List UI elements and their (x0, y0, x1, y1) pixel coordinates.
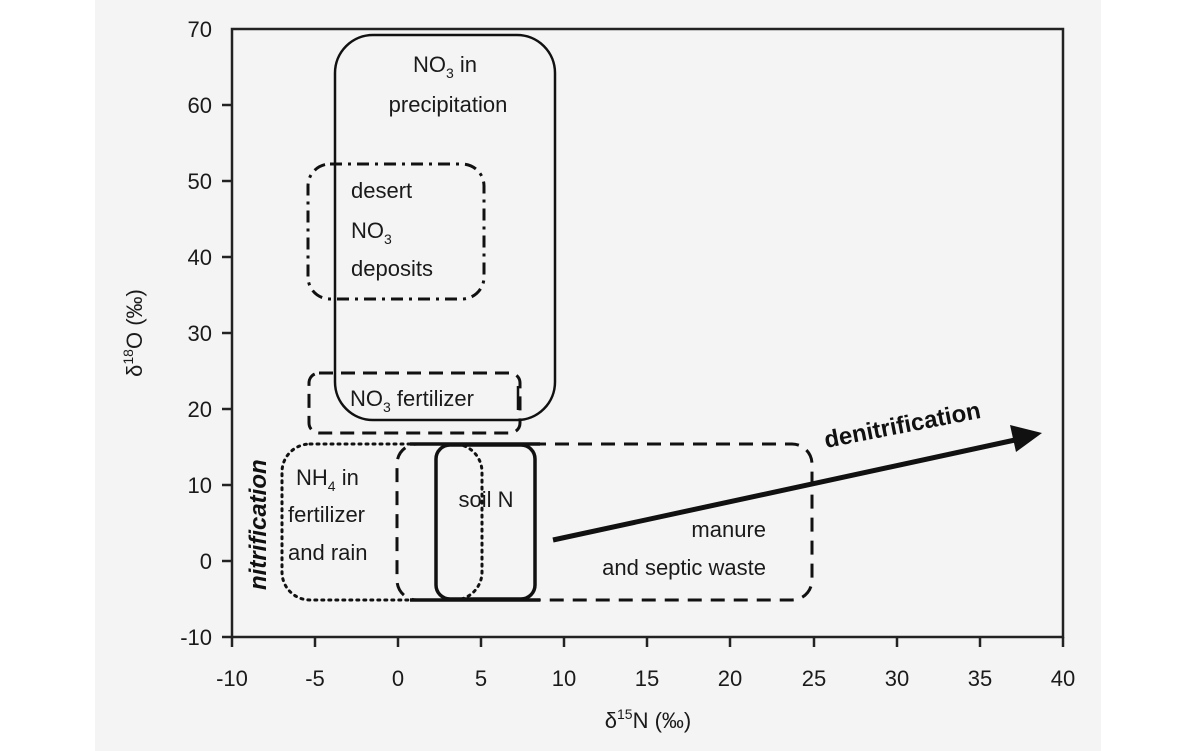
region-no3-fertilizer (307, 371, 522, 435)
x-tick-labels: -10 -5 0 5 10 15 20 25 30 35 40 (216, 666, 1075, 691)
label-no3-fertilizer: NO3 fertilizer (350, 386, 474, 415)
figure-background (95, 0, 1101, 751)
label-deposits: deposits (351, 256, 433, 281)
x-tick-label: 40 (1051, 666, 1075, 691)
region-no3-precipitation (333, 33, 557, 422)
y-tick-label: -10 (180, 625, 212, 650)
label-no3-precipitation: NO3 in (413, 52, 477, 81)
label-desert-no3: NO3 (351, 218, 392, 247)
x-tick-label: 25 (802, 666, 826, 691)
label-septic-waste: and septic waste (602, 555, 766, 580)
x-tick-label: 0 (392, 666, 404, 691)
x-tick-label: 5 (475, 666, 487, 691)
y-tick-label: 10 (188, 473, 212, 498)
x-tick-label: 35 (968, 666, 992, 691)
label-denitrification: denitrification (822, 397, 983, 454)
y-tick-label: 20 (188, 397, 212, 422)
label-nh4: NH4 in (296, 465, 359, 494)
label-nh4-rain: and rain (288, 540, 368, 565)
y-axis-title: δ18O (‰) (120, 289, 147, 377)
x-axis (230, 637, 1065, 647)
x-tick-label: 20 (718, 666, 742, 691)
arrow-head-icon (1010, 425, 1042, 452)
x-tick-label: 30 (885, 666, 909, 691)
x-tick-label: -5 (305, 666, 325, 691)
y-tick-label: 60 (188, 93, 212, 118)
region-manure-septic (395, 442, 814, 602)
y-tick-label: 70 (188, 17, 212, 42)
label-nh4-fertilizer: fertilizer (288, 502, 365, 527)
label-desert: desert (351, 178, 412, 203)
x-tick-label: 15 (635, 666, 659, 691)
region-nh4 (280, 442, 484, 602)
y-tick-label: 50 (188, 169, 212, 194)
y-axis (222, 103, 232, 639)
y-tick-label: 30 (188, 321, 212, 346)
region-soil-n (434, 443, 537, 601)
x-axis-title: δ15N (‰) (605, 706, 691, 733)
label-soil-n: soil N (458, 487, 513, 512)
label-manure: manure (691, 517, 766, 542)
label-precipitation: precipitation (389, 92, 508, 117)
y-tick-labels: 70 60 50 40 30 20 10 0 -10 (180, 17, 212, 650)
y-tick-label: 0 (200, 549, 212, 574)
region-desert-no3 (306, 162, 486, 301)
x-tick-label: -10 (216, 666, 248, 691)
x-tick-label: 10 (552, 666, 576, 691)
label-nitrification: nitrification (245, 459, 272, 590)
denitrification-arrow-line (552, 437, 1016, 543)
y-tick-label: 40 (188, 245, 212, 270)
